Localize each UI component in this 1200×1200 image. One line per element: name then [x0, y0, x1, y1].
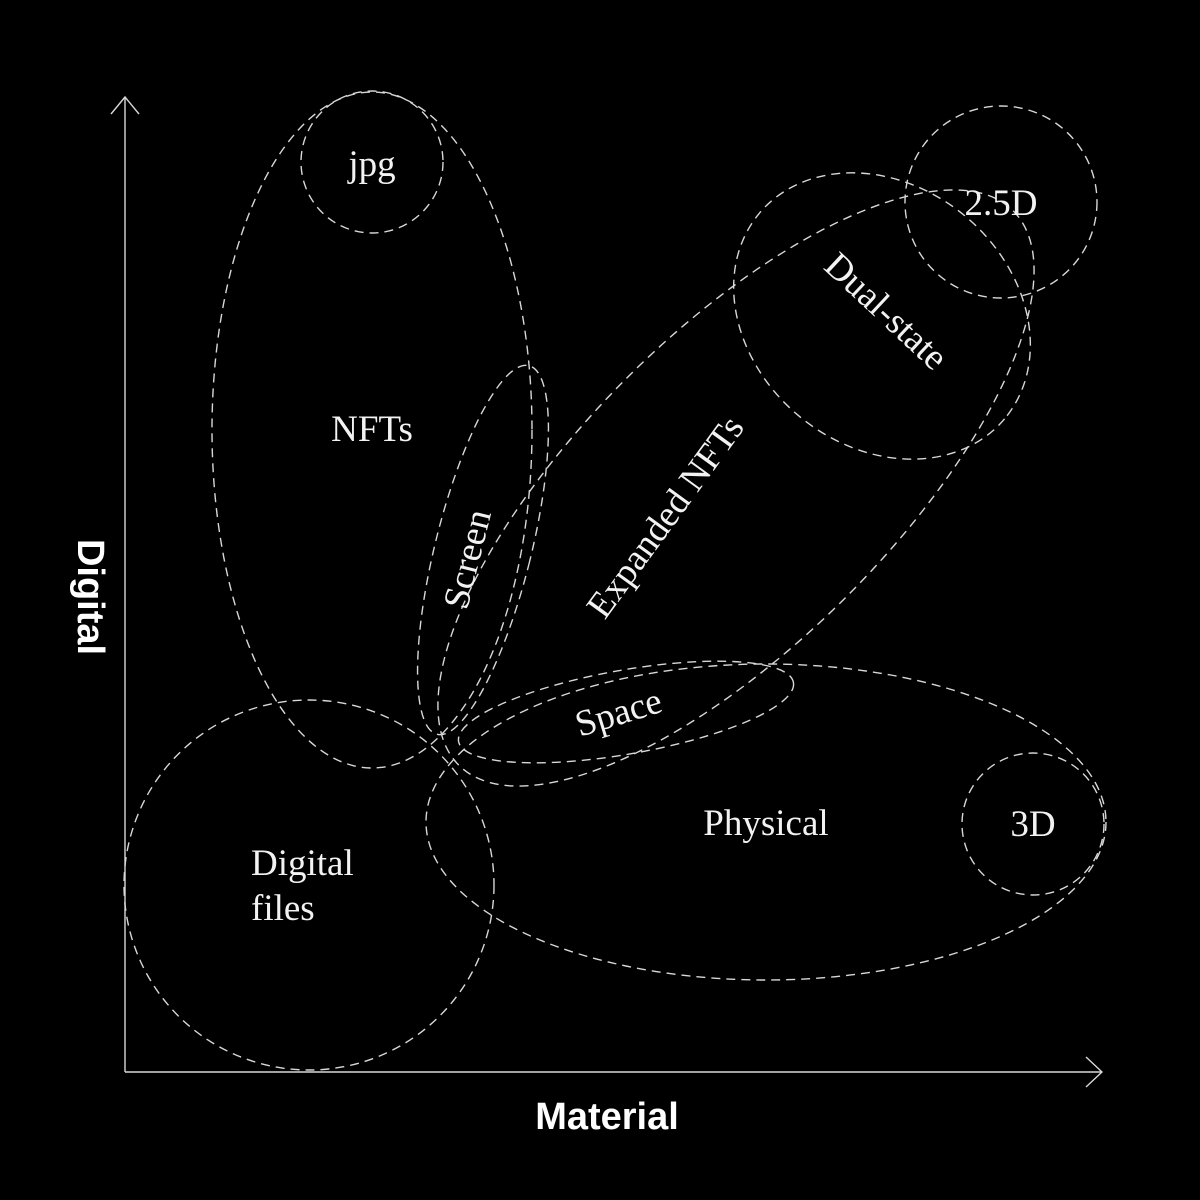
digital-files-circle: [123, 699, 495, 1071]
screen-label: Screen: [436, 505, 500, 613]
space-ellipse: [457, 660, 795, 764]
region-labels: jpg NFTs Screen Expanded NFTs Dual-state…: [251, 144, 1056, 929]
y-axis-arrowhead: [110, 95, 140, 115]
space-label: Space: [570, 680, 666, 745]
three-d-label: 3D: [1010, 804, 1055, 845]
y-axis-label: Digital: [69, 539, 111, 655]
expanded-nfts-label: Expanded NFTs: [579, 409, 753, 626]
two-five-d-circle: [904, 105, 1098, 299]
x-axis-label: Material: [535, 1096, 679, 1138]
nfts-label: NFTs: [331, 409, 413, 450]
nfts-ellipse: [211, 91, 533, 769]
jpg-label: jpg: [346, 144, 395, 185]
x-axis-arrowhead: [1085, 1056, 1104, 1088]
digital-files-label-line1: Digital: [251, 843, 354, 884]
expanded-nfts-ellipse: [437, 189, 1035, 787]
jpg-circle: [300, 90, 444, 234]
region-outlines: [123, 90, 1107, 1071]
dual-state-label: Dual-state: [816, 245, 955, 379]
two-five-d-label: 2.5D: [965, 183, 1038, 224]
physical-label: Physical: [703, 803, 828, 844]
three-d-circle: [961, 752, 1105, 896]
screen-ellipse: [416, 364, 550, 736]
physical-ellipse: [425, 663, 1107, 981]
digital-files-label-line2: files: [251, 888, 315, 929]
